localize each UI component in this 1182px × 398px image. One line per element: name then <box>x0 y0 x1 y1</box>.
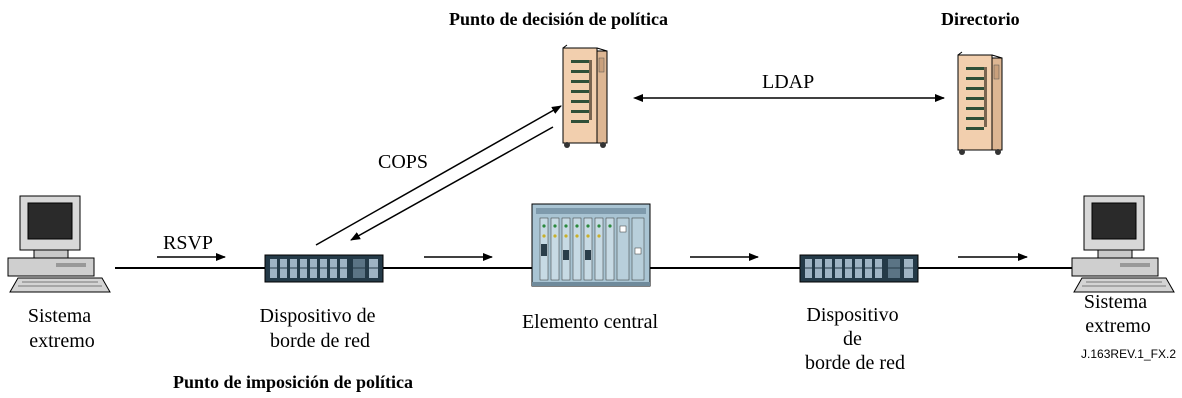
cops-label: COPS <box>378 151 428 173</box>
rsvp-label: RSVP <box>163 232 213 254</box>
left-host-line-1: Sistema <box>28 305 91 327</box>
figure-id: J.163REV.1_FX.2 <box>1081 347 1176 361</box>
ldap-label: LDAP <box>762 71 814 93</box>
cops-up-arrow-icon <box>315 105 562 246</box>
pdp-server-icon <box>562 44 608 149</box>
right-edge-line-1: Dispositivo <box>806 304 898 326</box>
directory-heading: Directorio <box>941 9 1020 29</box>
left-host-label: Sistema extremo <box>28 305 96 352</box>
left-edge-device-icon <box>264 254 384 283</box>
right-edge-label: Dispositivo de borde de red <box>805 304 905 374</box>
cops-down-arrow-icon <box>350 126 554 241</box>
left-host-line-2: extremo <box>29 330 95 352</box>
right-edge-device-icon <box>799 254 919 283</box>
left-edge-line-2: borde de red <box>270 330 370 352</box>
core-label: Elemento central <box>522 311 658 333</box>
directory-server-icon <box>957 51 1003 156</box>
right-host-line-1: Sistema <box>1084 291 1147 313</box>
left-computer-icon <box>7 195 111 293</box>
right-edge-line-2: de <box>843 328 862 350</box>
left-edge-line-1: Dispositivo de <box>259 305 375 327</box>
left-edge-label: Dispositivo de borde de red <box>259 305 380 352</box>
pep-heading: Punto de imposición de política <box>173 372 413 392</box>
right-host-line-2: extremo <box>1085 315 1151 337</box>
core-router-icon <box>531 203 651 287</box>
right-edge-line-3: borde de red <box>805 352 905 374</box>
right-computer-icon <box>1071 195 1175 293</box>
pdp-heading: Punto de decisión de política <box>449 9 668 29</box>
right-host-label: Sistema extremo <box>1084 291 1152 337</box>
